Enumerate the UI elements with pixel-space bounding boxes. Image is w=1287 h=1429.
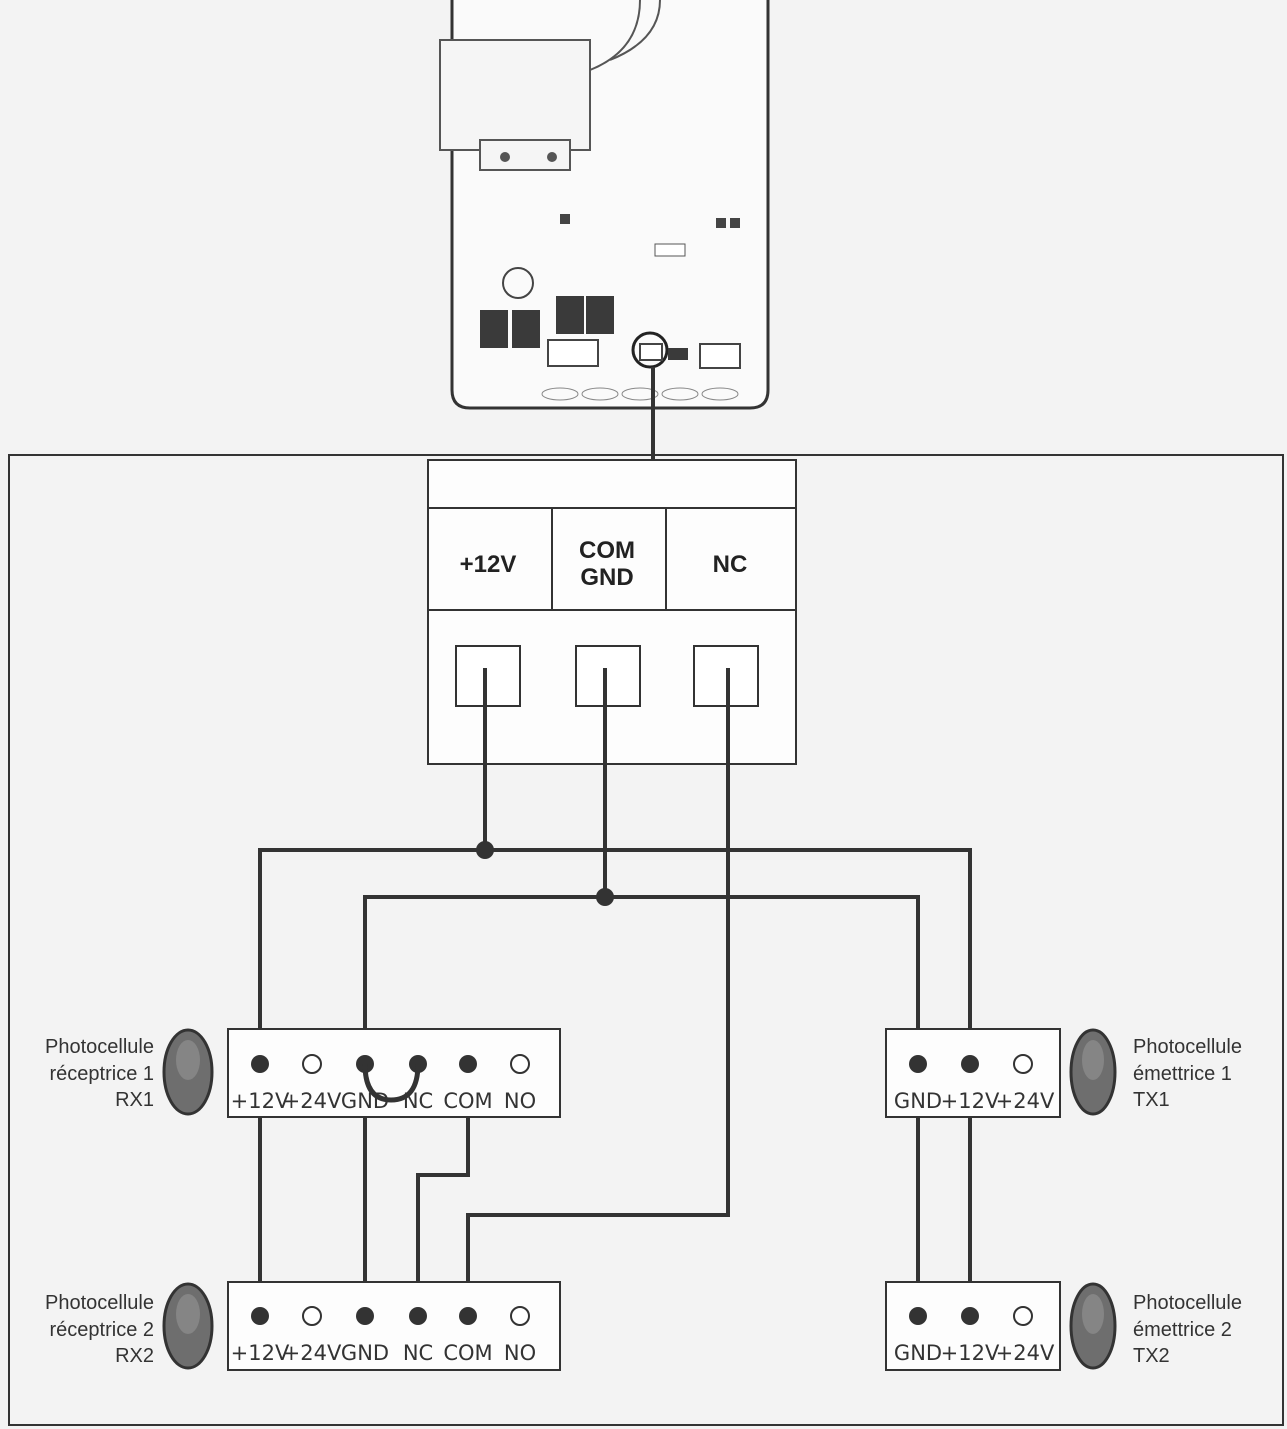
tx1-name-line2: émettrice 1 [1133, 1063, 1232, 1085]
wires [258, 668, 972, 1316]
connector-label-12v: +12V [460, 551, 517, 578]
transformer [439, 39, 591, 151]
rx2-terminal-strip: +12V +24V GND NC COM NO [227, 1281, 561, 1371]
tx2-name-line2: émettrice 2 [1133, 1319, 1232, 1341]
tx2-term-12v: +12V [941, 1341, 1000, 1365]
rx1-name-line2: réceptrice 1 [50, 1063, 155, 1085]
detail-frame [8, 454, 1284, 1426]
rx2-term-nc: NC [403, 1341, 433, 1365]
rx1-term-gnd: GND [341, 1089, 389, 1113]
tx2-term-gnd: GND [894, 1341, 942, 1365]
rx2-term-no: NO [504, 1341, 536, 1365]
rx2-term-24v: +24V [283, 1341, 342, 1365]
photocell-tx1-icon [1069, 1028, 1117, 1116]
tx1-name-line1: Photocellule [1133, 1036, 1242, 1058]
rx2-name-line1: Photocellule [45, 1292, 154, 1314]
tx2-term-24v: +24V [996, 1341, 1055, 1365]
connector-label-com: COM [579, 537, 635, 564]
rx1-term-12v: +12V [231, 1089, 290, 1113]
photocell-rx2-icon [162, 1282, 214, 1370]
connector-label-gnd: GND [580, 564, 633, 591]
rx1-term-no: NO [504, 1089, 536, 1113]
tx1-code: TX1 [1133, 1089, 1170, 1111]
jumper-gnd-nc [362, 1063, 421, 1103]
connector-label-nc: NC [713, 551, 748, 578]
rx1-term-nc: NC [403, 1089, 433, 1113]
rx2-term-com: COM [443, 1341, 492, 1365]
rx1-terminal-strip: +12V +24V GND NC COM NO [227, 1028, 561, 1118]
photocell-rx1-icon [162, 1028, 214, 1116]
rx2-term-12v: +12V [231, 1341, 290, 1365]
photocell-tx2-icon [1069, 1282, 1117, 1370]
rx2-name-line2: réceptrice 2 [50, 1319, 155, 1341]
control-board [439, 0, 770, 410]
terminal-block: +12V COM GND NC [427, 459, 797, 765]
rx2-term-gnd: GND [341, 1341, 389, 1365]
rx1-name-line1: Photocellule [45, 1036, 154, 1058]
tx1-term-12v: +12V [941, 1089, 1000, 1113]
tx1-term-gnd: GND [894, 1089, 942, 1113]
tx2-terminal-strip: GND +12V +24V [885, 1281, 1061, 1371]
connector-highlight [631, 331, 669, 369]
rx1-term-com: COM [443, 1089, 492, 1113]
rx1-code: RX1 [115, 1089, 154, 1111]
tx1-term-24v: +24V [996, 1089, 1055, 1113]
tx2-code: TX2 [1133, 1345, 1170, 1367]
rx1-term-24v: +24V [283, 1089, 342, 1113]
tx2-name-line1: Photocellule [1133, 1292, 1242, 1314]
tx1-terminal-strip: GND +12V +24V [885, 1028, 1061, 1118]
rx2-code: RX2 [115, 1345, 154, 1367]
